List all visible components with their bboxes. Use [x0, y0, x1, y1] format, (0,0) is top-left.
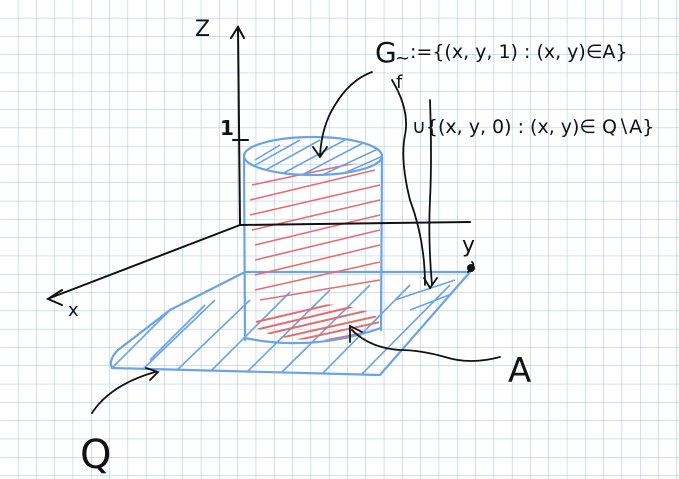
graph-set-name: G — [375, 36, 397, 69]
y-axis-dot — [467, 264, 475, 272]
x-axis — [49, 224, 241, 299]
cylinder-outline — [242, 135, 384, 345]
leader-to-plane-arrowhead — [423, 277, 438, 290]
z-axis-label: Z — [195, 17, 210, 42]
leader-to-top-arrowhead — [312, 146, 328, 159]
region-q-label: Q — [80, 432, 111, 478]
region-q-outline — [109, 270, 472, 377]
x-axis-label: x — [68, 300, 79, 321]
region-a-label: A — [508, 351, 531, 391]
y-axis-label: y — [462, 233, 475, 258]
cylinder-top-hatching — [249, 139, 382, 175]
cylinder-red-hatching — [249, 160, 381, 301]
region-a-red-hatching — [254, 304, 379, 340]
leader-to-plane-2 — [428, 99, 433, 286]
graph-set-bottom-line: ∪{(x, y, 0) : (x, y)∈ Q∖A} — [412, 116, 654, 138]
leader-to-q-arrowhead — [145, 367, 160, 381]
y-axis — [239, 221, 471, 226]
leader-to-top — [319, 71, 373, 156]
annotation-leaders — [91, 71, 501, 414]
axes — [45, 25, 471, 306]
leader-to-a — [351, 329, 501, 362]
leader-to-plane-1 — [391, 79, 426, 286]
graph-set-tilde: ~ — [395, 48, 410, 69]
leader-to-a-arrowhead — [349, 324, 363, 343]
z-tick-label: 1 — [220, 116, 234, 140]
x-axis-arrowhead — [45, 289, 63, 306]
z-axis — [237, 27, 241, 226]
leader-to-q — [91, 371, 156, 414]
graph-set-top-line: :={(x, y, 1) : (x, y)∈A} — [410, 41, 627, 63]
z-axis-arrowhead — [230, 25, 245, 39]
graph-set-subscript: f — [396, 72, 403, 93]
